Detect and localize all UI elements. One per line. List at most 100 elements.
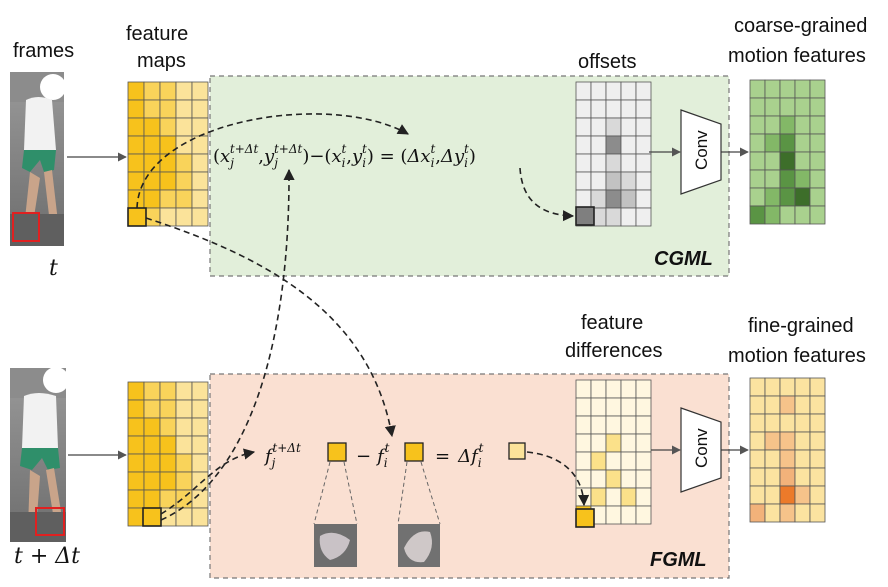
feature-map-t-dt-cell	[143, 417, 161, 437]
offsets-cell	[575, 153, 592, 173]
fine-cell	[809, 431, 826, 451]
diff-cell-highlight	[575, 508, 595, 528]
coarse-cell	[749, 97, 766, 117]
offsets-cell	[635, 189, 652, 209]
feature-map-t-dt-cell	[191, 381, 209, 401]
feature-diff-cell	[620, 397, 637, 417]
feature-map-t-dt-cell	[159, 435, 177, 455]
feature-map-t-dt-cell	[127, 453, 145, 473]
offsets-cell	[575, 99, 592, 119]
offsets-cell	[605, 81, 622, 101]
label-cgml: CGML	[654, 248, 713, 270]
offsets-cell	[575, 81, 592, 101]
feature-map-t-cell	[127, 81, 145, 101]
fine-cell	[809, 395, 826, 415]
offsets-cell	[620, 135, 637, 155]
feature-map-t-cell	[159, 117, 177, 137]
feature-map-t-cell	[127, 99, 145, 119]
feature-map-t-dt-cell	[175, 399, 193, 419]
label-feature-diff-1: feature	[581, 312, 643, 334]
feature-map-t-dt-cell	[191, 417, 209, 437]
feature-map-t-cell	[159, 207, 177, 227]
svg-text:=Δfit: =Δfit	[435, 441, 484, 470]
fine-cell	[809, 377, 826, 397]
offsets-cell	[635, 207, 652, 227]
feature-diff-cell	[620, 433, 637, 453]
feature-map-t-cell	[175, 135, 193, 155]
dashed-arrow-cell-j-to-fj	[160, 448, 256, 515]
feature-map-t-cell	[191, 81, 209, 101]
feature-map-t-dt-cell	[175, 507, 193, 527]
feature-map-t-dt-cell	[143, 381, 161, 401]
offsets-cell	[620, 153, 637, 173]
offsets-cell	[605, 207, 622, 227]
coarse-cell	[779, 151, 796, 171]
feature-diff-cell	[605, 487, 622, 507]
feature-diff-cell	[590, 415, 607, 435]
feature-map-t-dt-cell	[191, 507, 209, 527]
feature-map-t-cell	[175, 171, 193, 191]
coarse-cell	[794, 151, 811, 171]
feature-map-t-cell	[175, 189, 193, 209]
fine-cell	[794, 431, 811, 451]
feature-map-t-cell	[191, 153, 209, 173]
coarse-cell	[779, 97, 796, 117]
coarse-cell	[749, 187, 766, 207]
feature-diff-cell	[635, 379, 652, 399]
feature-diff-cell	[605, 397, 622, 417]
fine-cell	[779, 467, 796, 487]
label-feature-maps-1: feature	[126, 23, 188, 45]
fine-cell	[764, 503, 781, 523]
coarse-cell	[809, 133, 826, 153]
feature-map-t-cell	[175, 81, 193, 101]
feature-map-t-dt-cell	[159, 507, 177, 527]
feature-map-t-dt-cell	[143, 453, 161, 473]
coarse-cell	[779, 133, 796, 153]
offsets-cell	[590, 99, 607, 119]
dashed-arrow-delta-to-offset	[519, 167, 575, 222]
coarse-cell	[794, 97, 811, 117]
coarse-cell	[809, 169, 826, 189]
coarse-cell	[809, 97, 826, 117]
feature-map-t-dt-cell	[159, 453, 177, 473]
patch-fi	[404, 442, 424, 462]
fine-cell	[779, 413, 796, 433]
fine-cell	[779, 377, 796, 397]
patch-fj	[327, 442, 347, 462]
fine-cell	[749, 395, 766, 415]
coarse-cell	[779, 187, 796, 207]
feature-diff-cell	[620, 487, 637, 507]
coarse-cell	[779, 115, 796, 135]
conv-block-bottom: Conv	[680, 407, 722, 493]
feature-diff-cell	[590, 433, 607, 453]
feature-diff-cell	[575, 469, 592, 489]
fine-cell	[764, 485, 781, 505]
coarse-cell	[779, 79, 796, 99]
offsets-cell	[635, 171, 652, 191]
feature-diff-cell	[635, 397, 652, 417]
feature-diff-cell	[575, 379, 592, 399]
offsets-cell	[590, 153, 607, 173]
label-feature-maps-2: maps	[137, 50, 186, 72]
label-feature-diff-2: differences	[565, 340, 662, 362]
zoom-patch-fj	[313, 461, 358, 567]
offsets-cell	[635, 117, 652, 137]
feature-map-t-dt-cell	[127, 381, 145, 401]
fine-cell	[809, 503, 826, 523]
feature-diff-cell	[575, 451, 592, 471]
coarse-cell	[794, 205, 811, 225]
feature-cell-i	[127, 207, 147, 227]
fine-cell	[749, 503, 766, 523]
conv-block-top: Conv	[680, 109, 722, 195]
feature-map-t-cell	[191, 189, 209, 209]
offsets-cell	[605, 171, 622, 191]
coarse-cell	[749, 205, 766, 225]
fine-cell	[749, 449, 766, 469]
label-time-t: t	[49, 256, 58, 281]
fine-cell	[749, 467, 766, 487]
feature-diff-cell	[620, 505, 637, 525]
feature-map-t-cell	[175, 207, 193, 227]
label-offsets: offsets	[578, 51, 637, 73]
feature-map-t-cell	[191, 99, 209, 119]
feature-diff-cell	[620, 415, 637, 435]
